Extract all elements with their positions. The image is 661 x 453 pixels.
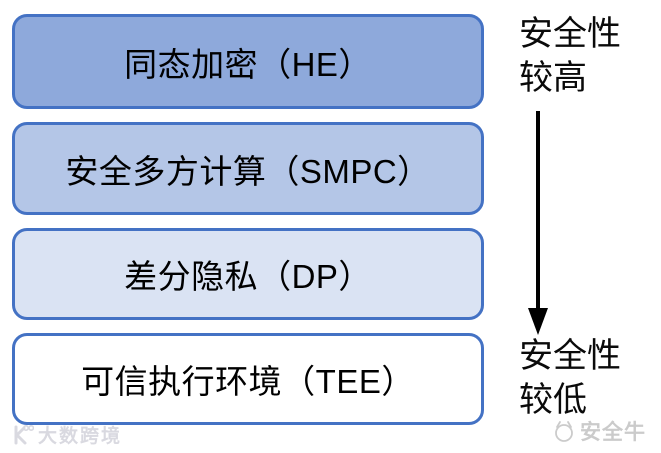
watermark-bottom-left: 大数跨境 bbox=[10, 421, 122, 448]
security-low-label: 安全性 较低 bbox=[519, 334, 621, 422]
box-homomorphic-encryption: 同态加密（HE） bbox=[12, 14, 484, 109]
box-differential-privacy-label: 差分隐私（DP） bbox=[124, 258, 372, 295]
security-low-label-line2: 较低 bbox=[519, 381, 587, 419]
security-low-label-line1: 安全性 bbox=[519, 337, 621, 375]
bull-circle-icon bbox=[555, 421, 573, 442]
security-high-label: 安全性 较高 bbox=[519, 12, 621, 100]
security-axis-down-arrow-icon bbox=[528, 111, 548, 335]
box-homomorphic-encryption-label: 同态加密（HE） bbox=[124, 45, 372, 83]
box-differential-privacy: 差分隐私（DP） bbox=[12, 228, 484, 320]
box-secure-multiparty-computation-label: 安全多方计算（SMPC） bbox=[65, 152, 431, 190]
security-high-label-line2: 较高 bbox=[519, 59, 587, 97]
dashu-logo-icon bbox=[14, 424, 34, 444]
watermark-bottom-right-text: 安全牛 bbox=[580, 421, 646, 444]
box-trusted-execution-environment: 可信执行环境（TEE） bbox=[12, 333, 484, 425]
box-secure-multiparty-computation: 安全多方计算（SMPC） bbox=[12, 122, 484, 215]
watermark-bottom-left-text: 大数跨境 bbox=[38, 426, 123, 447]
security-high-label-line1: 安全性 bbox=[519, 15, 621, 53]
watermark-bottom-right: 安全牛 bbox=[552, 416, 646, 446]
box-trusted-execution-environment-label: 可信执行环境（TEE） bbox=[81, 363, 415, 400]
